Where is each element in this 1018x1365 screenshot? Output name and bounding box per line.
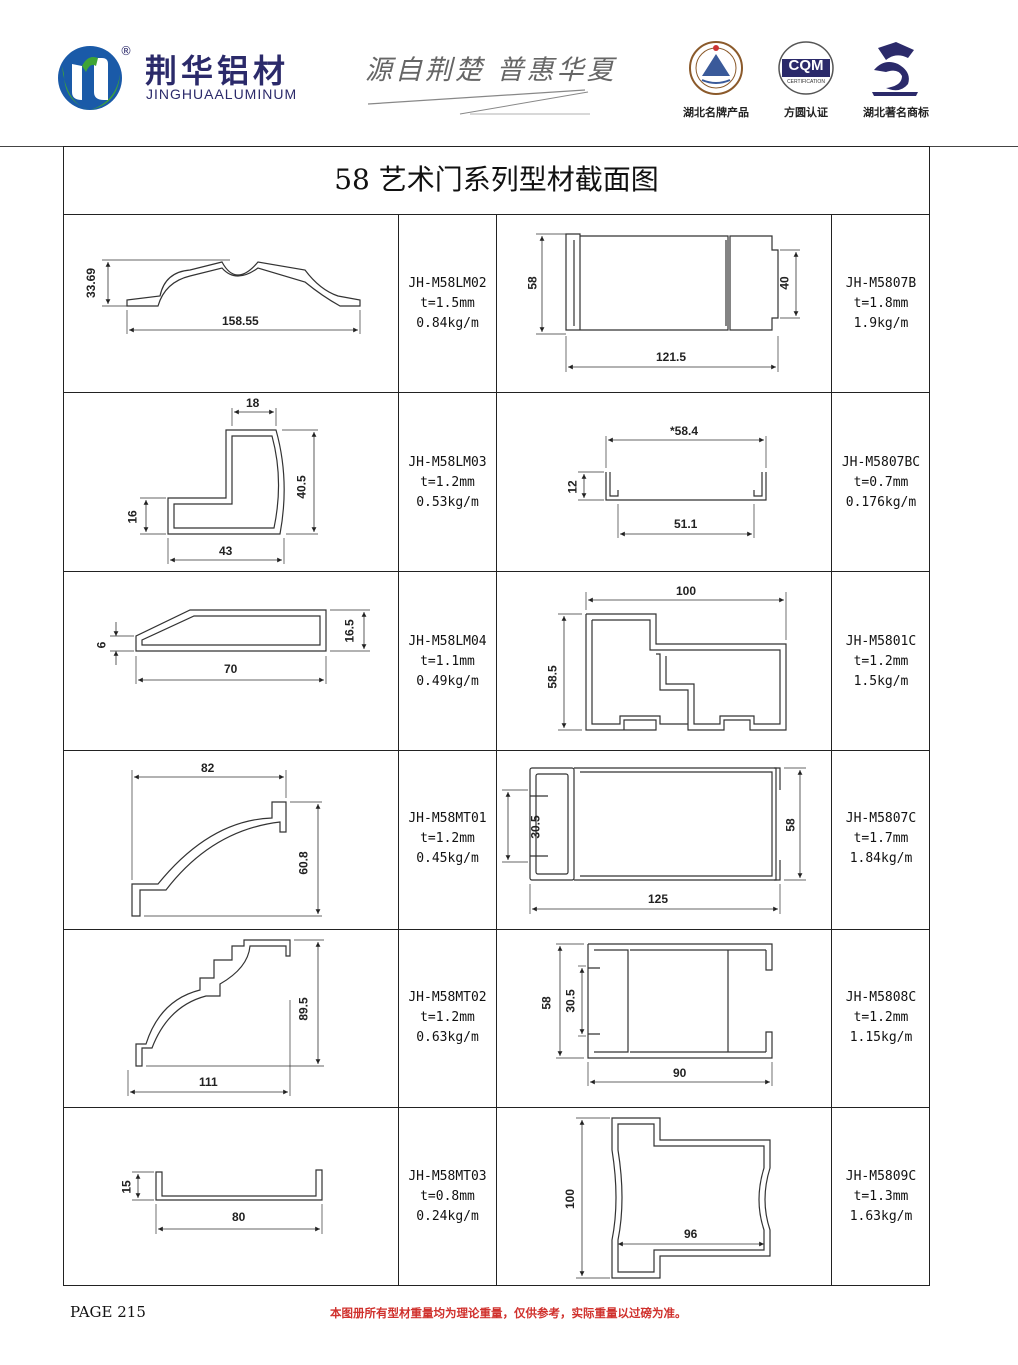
spec-cell-left: JH-M58MT03 t=0.8mm 0.24kg/m [399,1167,496,1227]
profile-drawing-left [102,259,361,334]
spec-cell-left: JH-M58LM04 t=1.1mm 0.49kg/m [399,632,496,692]
profile-thickness: t=0.7mm [853,475,909,490]
profile-drawing-left [131,770,322,917]
cert-label-hubei-brand: 湖北名牌产品 [683,106,749,119]
spec-cell-left: JH-M58MT02 t=1.2mm 0.63kg/m [399,988,496,1048]
profile-code: JH-M5807C [845,811,917,826]
profile-drawing-left [132,1169,323,1234]
profile-thickness: t=1.7mm [853,831,909,846]
cert-label-famous-trademark: 湖北著名商标 [863,106,929,119]
spec-cell-right: JH-M5801C t=1.2mm 1.5kg/m [832,632,930,692]
profile-code: JH-M5809C [845,1169,917,1184]
hubei-brand-seal-icon [689,41,743,95]
profile-weight: 1.9kg/m [853,316,909,331]
spec-cell-left: JH-M58LM03 t=1.2mm 0.53kg/m [399,453,496,513]
registered-mark: ® [120,44,132,58]
profile-drawing-right [558,592,787,731]
profile-weight: 1.84kg/m [849,851,913,866]
weight-disclaimer: 本图册所有型材重量均为理论重量，仅供参考，实际重量以过磅为准。 [330,1306,687,1320]
profile-weight: 1.5kg/m [853,674,909,689]
spec-cell-right: JH-M5807B t=1.8mm 1.9kg/m [832,274,930,334]
profile-code: JH-M5807BC [841,455,921,470]
profile-drawing-right [502,767,806,914]
profile-drawing-right [536,233,800,372]
profile-code: JH-M58LM03 [408,455,487,470]
cqm-certification-icon [778,41,834,95]
profile-code: JH-M58LM04 [408,634,487,649]
profile-thickness: t=1.3mm [853,1189,909,1204]
profile-thickness: t=1.2mm [853,654,909,669]
profile-code: JH-M58LM02 [408,276,487,291]
profile-drawing-left [127,939,324,1096]
spec-cell-left: JH-M58MT01 t=1.2mm 0.45kg/m [399,809,496,869]
profile-weight: 0.24kg/m [416,1209,479,1224]
profile-thickness: t=1.1mm [420,654,475,669]
profile-code: JH-M5808C [845,990,917,1005]
profile-thickness: t=1.2mm [420,1010,475,1025]
profile-thickness: t=0.8mm [420,1189,475,1204]
profile-weight: 0.84kg/m [416,316,479,331]
page-header: ® 荆华铝材 JINGHUAALUMINUM 源自荆楚 普惠华夏 湖北名牌产品 … [0,0,1018,146]
profile-code: JH-M5801C [845,634,917,649]
profile-weight: 1.15kg/m [849,1030,913,1045]
profile-weight: 0.176kg/m [845,495,917,510]
profile-code: JH-M58MT02 [408,990,487,1005]
col-divider [496,214,497,1286]
profile-weight: 1.63kg/m [849,1209,913,1224]
profile-code: JH-M58MT01 [408,811,487,826]
col-divider [398,214,399,1286]
jinghua-logo-icon [58,46,122,110]
profile-thickness: t=1.2mm [420,475,475,490]
profile-weight: 0.45kg/m [416,851,479,866]
profile-thickness: t=1.2mm [420,831,475,846]
profile-weight: 0.49kg/m [416,674,479,689]
profile-thickness: t=1.2mm [853,1010,909,1025]
brand-name-cn: 荆华铝材 [145,52,290,90]
profile-thickness: t=1.8mm [853,296,909,311]
famous-trademark-icon [872,42,918,96]
profile-weight: 0.53kg/m [416,495,479,510]
page-number: PAGE 215 [70,1303,146,1321]
spec-cell-right: JH-M5807C t=1.7mm 1.84kg/m [832,809,930,869]
spec-cell-right: JH-M5807BC t=0.7mm 0.176kg/m [832,453,930,513]
profile-thickness: t=1.5mm [420,296,475,311]
cqm-badge-text: CQM [788,57,824,74]
profile-drawing-right [578,436,767,538]
profile-drawing-left [110,609,370,684]
brand-name-en: JINGHUAALUMINUM [146,86,298,102]
slogan: 源自荆楚 普惠华夏 [365,55,617,86]
cert-label-cqm: 方圆认证 [784,106,828,119]
profile-weight: 0.63kg/m [416,1030,479,1045]
spec-cell-right: JH-M5809C t=1.3mm 1.63kg/m [832,1167,930,1227]
profile-code: JH-M58MT03 [408,1169,487,1184]
spec-cell-right: JH-M5808C t=1.2mm 1.15kg/m [832,988,930,1048]
profile-drawing-right [576,1117,771,1279]
profile-drawing-left [140,408,318,564]
profile-drawing-right [556,943,773,1086]
cqm-badge-sub: CERTIFICATION [787,79,825,85]
profile-code: JH-M5807B [845,276,917,291]
col-divider [831,214,832,1286]
slogan-underline [367,89,590,115]
spec-cell-left: JH-M58LM02 t=1.5mm 0.84kg/m [399,274,496,334]
page-title: 58 艺术门系列型材截面图 [334,163,659,196]
